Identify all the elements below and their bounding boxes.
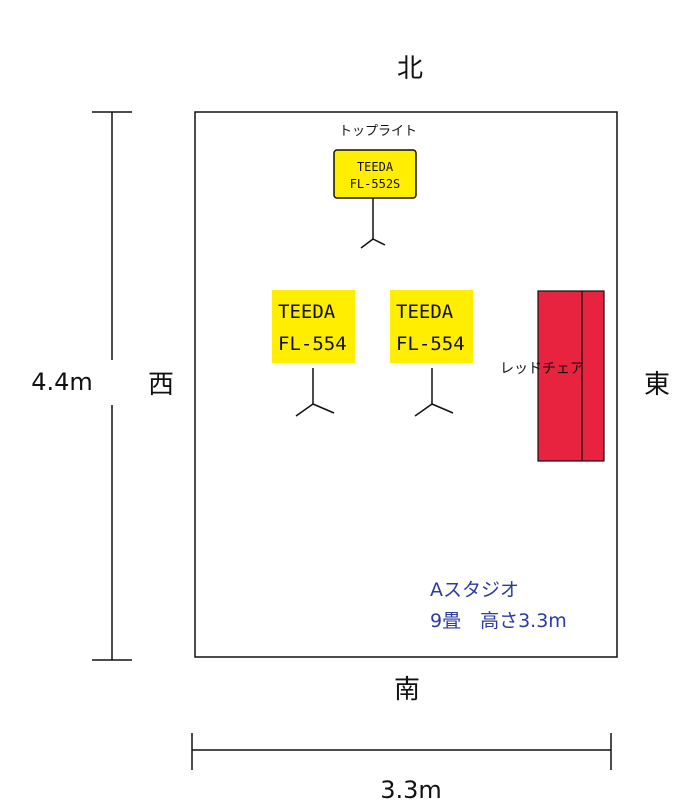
light-1-brand: TEEDA xyxy=(278,301,336,323)
top-light-caption: トップライト xyxy=(339,124,417,139)
top-light-brand: TEEDA xyxy=(357,160,394,174)
chair-seat xyxy=(537,290,605,462)
light-2-stand-icon xyxy=(414,368,454,417)
top-light-model: FL-552S xyxy=(350,177,401,191)
top-light: トップライト TEEDA FL-552S xyxy=(333,124,417,249)
width-label: 3.3m xyxy=(380,776,442,804)
light-2-model: FL-554 xyxy=(396,333,465,355)
light-1-stand-icon xyxy=(295,368,335,417)
width-dimension: 3.3m xyxy=(191,733,612,804)
light-2-brand: TEEDA xyxy=(396,301,454,323)
light-2: TEEDA FL-554 xyxy=(390,290,473,417)
light-1: TEEDA FL-554 xyxy=(272,290,355,417)
chair-label: レッドチェア xyxy=(500,361,584,377)
light-2-box xyxy=(390,290,473,363)
top-light-box xyxy=(333,149,417,199)
top-light-stand-icon xyxy=(360,198,386,249)
height-label: 4.4m xyxy=(31,368,93,396)
light-1-model: FL-554 xyxy=(278,333,347,355)
east-label: 東 xyxy=(644,370,670,400)
studio-name: Aスタジオ xyxy=(430,579,519,601)
south-label: 南 xyxy=(394,675,420,705)
red-chair: レッドチェア xyxy=(500,290,605,462)
north-label: 北 xyxy=(397,54,423,84)
studio-details: 9畳 高さ3.3m xyxy=(430,610,567,632)
studio-info: Aスタジオ 9畳 高さ3.3m xyxy=(430,579,567,632)
west-label: 西 xyxy=(148,370,174,400)
light-1-box xyxy=(272,290,355,363)
height-dimension: 4.4m xyxy=(31,111,132,661)
